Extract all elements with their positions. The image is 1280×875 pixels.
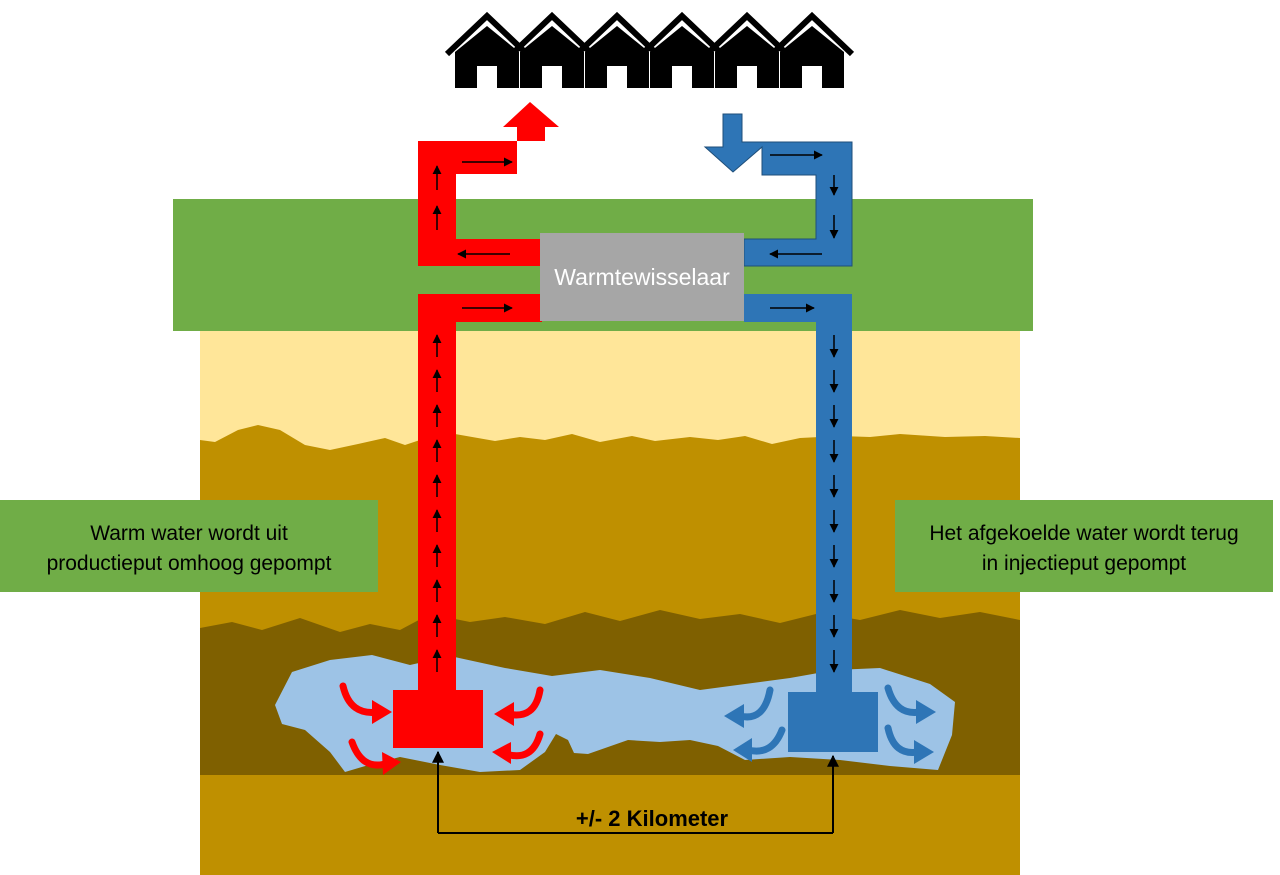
left-info-line-2: productieput omhoog gepompt — [47, 552, 332, 575]
curved-arrow-head — [372, 700, 392, 724]
right-info-line-2: in injectieput gepompt — [982, 552, 1186, 575]
curved-arrow-head — [916, 700, 936, 724]
curved-arrow-head — [733, 738, 752, 762]
curved-arrow — [348, 738, 389, 769]
injection-well-head — [788, 692, 878, 752]
hot-pipe-lower — [418, 294, 542, 690]
heat-exchanger-label: Warmtewisselaar — [554, 264, 730, 290]
house-icon — [769, 11, 855, 88]
house-icon — [509, 11, 595, 88]
ground-layers — [200, 330, 1020, 875]
left-info-box-bg — [0, 500, 378, 592]
reservoir-flow-red — [339, 682, 544, 775]
hot-pipe-upper — [418, 102, 559, 266]
curved-arrow-head — [724, 704, 744, 728]
left-info-line-1: Warm water wordt uit — [90, 522, 288, 545]
reservoir-flow-blue — [724, 684, 936, 764]
right-info-box-bg — [895, 500, 1273, 592]
heat-exchanger — [540, 233, 744, 321]
left-info-box: Warm water wordt uit productieput omhoog… — [0, 500, 378, 592]
hot-pipe — [393, 102, 559, 748]
right-info-line-1: Het afgekoelde water wordt terug — [929, 522, 1238, 545]
house-icon — [639, 11, 725, 88]
flow-arrows — [432, 150, 839, 673]
houses-row — [444, 11, 855, 88]
production-well-head — [393, 690, 483, 748]
layer-sand — [200, 330, 1020, 450]
distance-label: +/- 2 Kilometer — [576, 806, 729, 831]
cold-pipe-lower — [744, 294, 852, 692]
right-info-box: Het afgekoelde water wordt terug in inje… — [895, 500, 1273, 592]
curved-arrow-head — [492, 742, 511, 764]
house-icon — [704, 11, 790, 88]
curved-arrow-head — [382, 752, 401, 775]
house-icon — [574, 11, 660, 88]
house-icon — [444, 11, 530, 88]
curved-arrow-head — [914, 740, 934, 764]
distance-bracket — [432, 750, 839, 834]
curved-arrow-head — [494, 702, 514, 726]
